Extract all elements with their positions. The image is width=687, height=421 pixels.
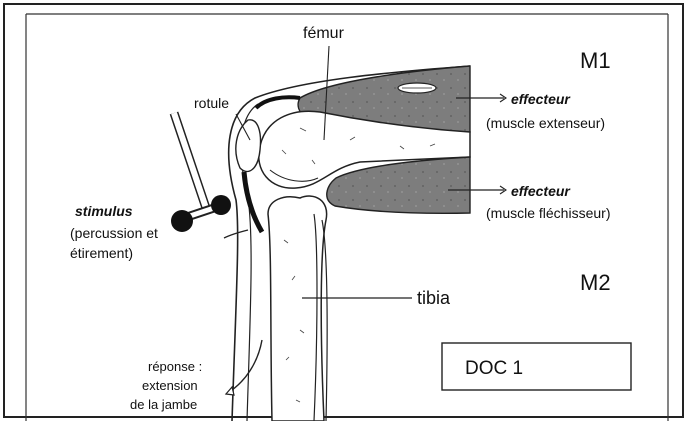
stimulus-detail-line2: étirement) bbox=[70, 245, 133, 261]
muscle-extenseur-label: (muscle extenseur) bbox=[486, 115, 605, 131]
response-arrow bbox=[226, 340, 262, 394]
stimulus-label: stimulus bbox=[75, 203, 133, 219]
tibia-bone bbox=[268, 196, 327, 421]
reponse-line2: extension bbox=[142, 378, 198, 393]
muscle-flechisseur-label: (muscle fléchisseur) bbox=[486, 205, 610, 221]
hammer-head-right bbox=[211, 195, 231, 215]
reponse-line3: de la jambe bbox=[130, 397, 197, 412]
tibia-label: tibia bbox=[417, 288, 451, 308]
m2-label: M2 bbox=[580, 270, 611, 295]
quadriceps-tendon bbox=[256, 97, 300, 108]
rotule-label: rotule bbox=[194, 95, 229, 111]
stimulus-detail-line1: (percussion et bbox=[70, 225, 158, 241]
effecteur-bottom-label: effecteur bbox=[511, 183, 571, 199]
reponse-line1: réponse : bbox=[148, 359, 202, 374]
hammer-handle-inner bbox=[174, 113, 206, 208]
femur-label: fémur bbox=[303, 25, 345, 42]
hammer-head-left bbox=[171, 210, 193, 232]
doc-label: DOC 1 bbox=[465, 358, 523, 379]
effecteur-top-label: effecteur bbox=[511, 91, 571, 107]
stimulus-arrow bbox=[224, 230, 248, 238]
m1-label: M1 bbox=[580, 48, 611, 73]
patella bbox=[236, 120, 261, 172]
patellar-tendon bbox=[244, 172, 262, 232]
response-arrowhead bbox=[226, 387, 234, 395]
